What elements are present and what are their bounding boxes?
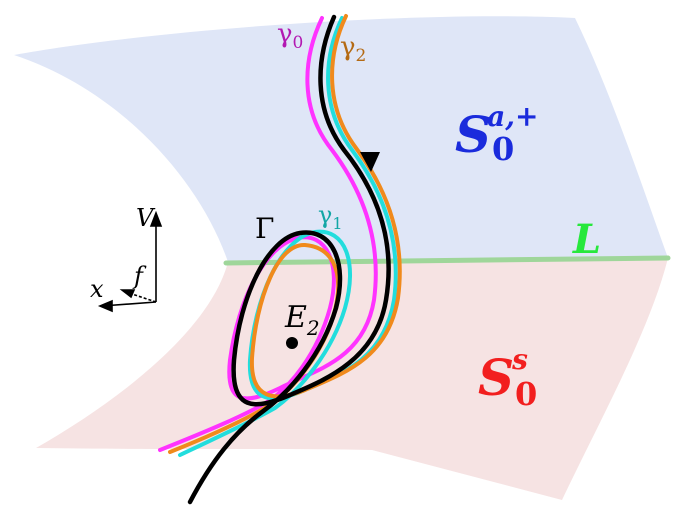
label-fold-L: L (572, 216, 601, 263)
label-gamma0: γ0 (277, 19, 303, 53)
axis-V-arrow (149, 210, 163, 227)
label-axis-V: V (136, 204, 156, 232)
equilibrium-point-E2 (286, 337, 298, 349)
flow-direction-arrow (360, 152, 380, 172)
lower-saddle-sheet (36, 258, 668, 500)
label-axis-f: f (132, 262, 147, 290)
label-big-gamma: Γ (255, 212, 274, 245)
axes-indicator (97, 210, 163, 313)
label-axis-x: x (90, 275, 104, 303)
trajectory-big-gamma (187, 14, 391, 505)
label-gamma2: γ2 (340, 32, 366, 66)
label-S-attracting-sub: 0 (492, 130, 514, 168)
axis-x-arrow (97, 299, 113, 313)
label-S-attracting: Sa,+ (455, 100, 538, 164)
label-S-saddle: Ss (478, 343, 528, 407)
upper-attracting-sheet (14, 16, 668, 262)
axis-f-arrow (119, 289, 136, 299)
label-E2: E2 (284, 300, 320, 340)
label-S-saddle-sub: 0 (515, 375, 537, 413)
fold-line-L (223, 255, 671, 266)
label-gamma1: γ1 (318, 201, 343, 233)
trajectory-gamma0 (158, 16, 378, 452)
